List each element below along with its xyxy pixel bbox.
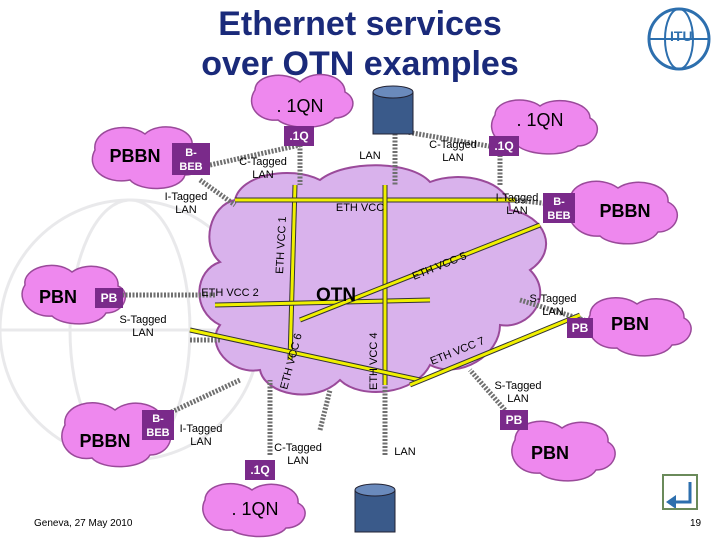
lan-s-tagged-bottom-right-2: LAN [507, 393, 528, 405]
q1-box-top-right: .1Q [489, 136, 519, 156]
lan-bottom: LAN [394, 446, 415, 458]
q1-box-bottom: .1Q [245, 460, 275, 480]
vcc2-line [214, 298, 431, 307]
vcc2-label: ETH VCC 2 [201, 287, 258, 299]
vcc7-line [409, 313, 581, 387]
beb-top-left-bg [172, 143, 210, 175]
cloud-label-1qn-bottom: . 1QN [231, 499, 278, 519]
q1-box-top-center: .1Q [284, 126, 314, 146]
vcc5-line [299, 223, 541, 322]
beb-bottom-left-bg [142, 410, 174, 440]
lan-s-tagged-left-2: LAN [132, 327, 153, 339]
link-i-tagged-left [198, 177, 237, 208]
q1-bottom-label: .1Q [250, 463, 269, 477]
pb-box-right: PB [567, 318, 593, 338]
cloud-1qn-top-center [250, 73, 354, 128]
lan-s-tagged-right-2: LAN [542, 306, 563, 318]
lan-c-tagged-top-right-1: C-Tagged [429, 139, 477, 151]
beb-box-top-left: B- BEB [172, 143, 210, 175]
beb-bottom-left-line2: BEB [146, 427, 169, 439]
vcc6-line [189, 328, 421, 382]
cloud-label-pbbn-right: PBBN [599, 201, 650, 221]
beb-top-left-line2: BEB [179, 161, 202, 173]
router-top-body [372, 91, 414, 135]
beb-box-right: B- BEB [543, 193, 575, 223]
footer-date: Geneva, 27 May 2010 [34, 518, 133, 529]
cloud-pbbn-right [567, 180, 679, 245]
cloud-pbn-bottom-right [511, 420, 616, 482]
lan-c-tagged-bottom-2: LAN [287, 455, 308, 467]
back-arrow-icon [666, 482, 692, 509]
cloud-pbn-left [21, 264, 127, 325]
router-top-cap [372, 85, 414, 99]
q1-top-center-label: .1Q [289, 129, 308, 143]
lan-i-tagged-bottom-left-2: LAN [190, 436, 211, 448]
beb-right-bg [543, 193, 575, 223]
pb-left-bg [95, 288, 123, 308]
lan-s-tagged-bottom-right-1: S-Tagged [494, 380, 541, 392]
link-beb-bottom-left [163, 377, 242, 418]
link-pb-bottom-right [468, 368, 507, 412]
link-i-tagged-right [514, 197, 561, 208]
q1-bottom-bg [245, 460, 275, 480]
beb-right-line2: BEB [547, 210, 570, 222]
eth-vcc-connections [189, 184, 581, 388]
back-button[interactable] [662, 474, 698, 510]
pb-left-label: PB [101, 291, 118, 305]
pb-bottom-right-label: PB [506, 413, 523, 427]
title-line-2: over OTN examples [201, 45, 519, 83]
lan-i-tagged-left-1: I-Tagged [165, 191, 208, 203]
cloud-label-1qn-top-center: . 1QN [276, 96, 323, 116]
router-bottom-cap [354, 483, 396, 497]
q1-top-right-bg [489, 136, 519, 156]
logo-text: ITU [670, 28, 693, 44]
itu-logo [647, 7, 711, 71]
cloud-1qn-bottom [202, 482, 306, 538]
router-icon-top [372, 85, 414, 135]
cloud-label-1qn-top-right: . 1QN [516, 110, 563, 130]
vcc1-line [288, 184, 297, 361]
vcc4-label: ETH VCC 4 [368, 333, 380, 390]
vcc1-label: ETH VCC 1 [274, 216, 289, 274]
q1-top-right-label: .1Q [494, 139, 513, 153]
link-c-tagged-bottom [317, 389, 333, 431]
pb-right-label: PB [572, 321, 589, 335]
lan-c-tagged-bottom-1: C-Tagged [274, 442, 322, 454]
pb-box-left: PB [95, 288, 123, 308]
beb-bottom-left-line1: B- [152, 413, 164, 425]
cloud-label-pbbn-top-left: PBBN [109, 146, 160, 166]
pb-box-bottom-right: PB [500, 410, 528, 430]
router-icon-bottom [354, 483, 396, 533]
lan-i-tagged-left-2: LAN [175, 204, 196, 216]
beb-right-line1: B- [553, 196, 565, 208]
beb-box-bottom-left: B- BEB [142, 410, 174, 440]
page-number: 19 [690, 518, 702, 529]
lan-c-tagged-top-right-2: LAN [442, 152, 463, 164]
cloud-label-pbn-bottom-right: PBN [531, 443, 569, 463]
cloud-label-pbn-right: PBN [611, 314, 649, 334]
cloud-label-pbn-left: PBN [39, 287, 77, 307]
router-bottom-body [354, 489, 396, 533]
slide-title: Ethernet services over OTN examples [130, 4, 590, 84]
pb-bottom-right-bg [500, 410, 528, 430]
lan-s-tagged-right-1: S-Tagged [529, 293, 576, 305]
vcc3-label: ETH VCC [336, 202, 384, 214]
lan-c-tagged-top-left-2: LAN [252, 169, 273, 181]
cloud-label-pbbn-bottom-left: PBBN [79, 431, 130, 451]
cloud-pbn-right [587, 296, 692, 357]
lan-i-tagged-bottom-left-1: I-Tagged [180, 423, 223, 435]
pb-right-bg [567, 318, 593, 338]
q1-top-center-bg [284, 126, 314, 146]
lan-i-tagged-right-2: LAN [506, 205, 527, 217]
otn-label: OTN [316, 285, 356, 306]
beb-top-left-line1: B- [185, 147, 197, 159]
lan-s-tagged-left-1: S-Tagged [119, 314, 166, 326]
lan-top: LAN [359, 150, 380, 162]
title-line-1: Ethernet services [218, 5, 502, 43]
link-c-tagged-top-left [209, 142, 301, 168]
lan-c-tagged-top-left-1: C-Tagged [239, 156, 287, 168]
lan-i-tagged-right-1: I-Tagged [496, 192, 539, 204]
